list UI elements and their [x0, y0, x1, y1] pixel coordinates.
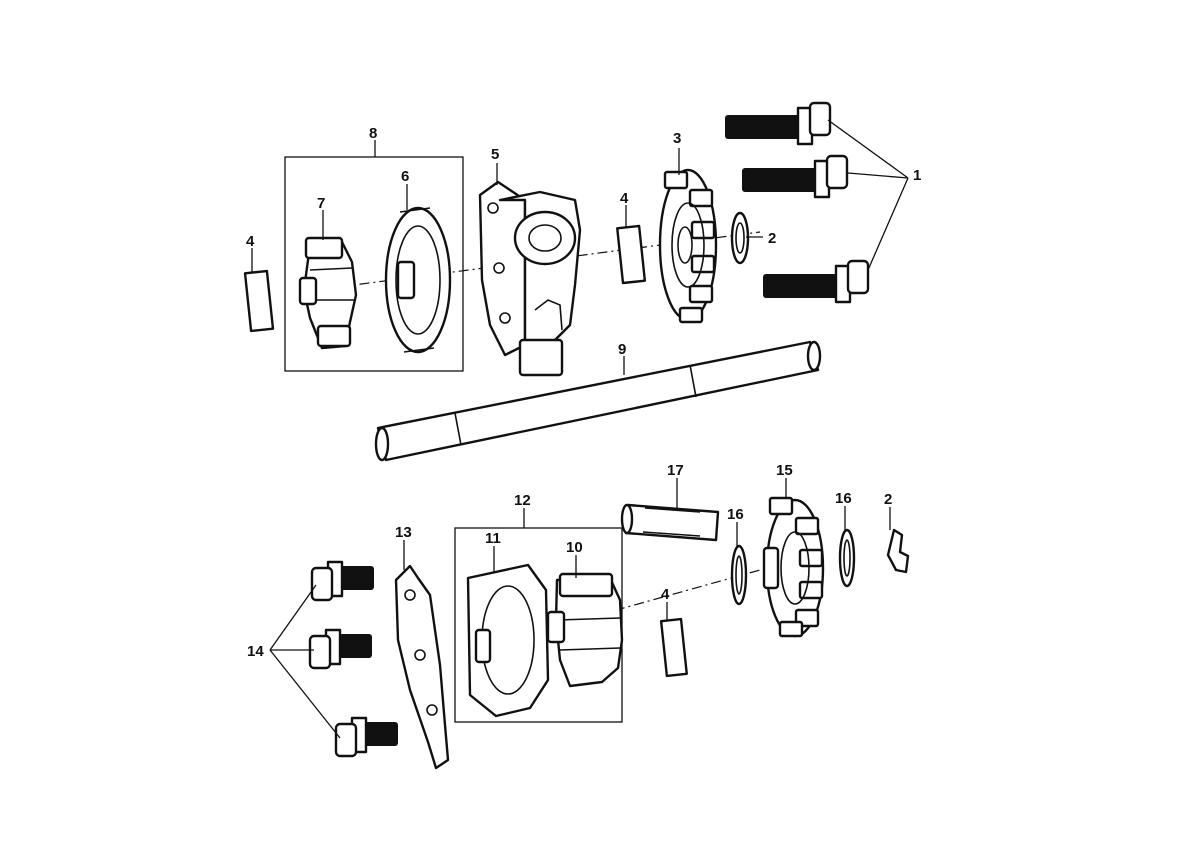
callout-5: 5 [491, 146, 499, 163]
short-bolt [308, 628, 372, 670]
callout-15: 15 [776, 462, 793, 479]
leader-lines [251, 119, 909, 739]
callout-2: 2 [768, 230, 776, 247]
callout-16: 16 [835, 490, 852, 507]
callout-17: 17 [667, 462, 684, 479]
group-box-8 [284, 156, 464, 372]
short-bolt [334, 716, 398, 758]
sprocket [762, 496, 825, 638]
callout-10: 10 [566, 539, 583, 556]
callout-11: 11 [485, 530, 501, 547]
callout-16: 16 [727, 506, 744, 523]
callout-7: 7 [317, 195, 325, 212]
callout-6: 6 [401, 168, 409, 185]
washer [730, 544, 748, 606]
flange-bolt [725, 101, 832, 146]
outer-rotor [384, 206, 452, 354]
callout-4: 4 [661, 586, 670, 603]
callout-8: 8 [369, 125, 377, 142]
circlip [730, 211, 750, 265]
inner-rotor [298, 236, 358, 350]
key [243, 269, 275, 333]
callout-9: 9 [618, 341, 626, 358]
key [659, 617, 688, 678]
callout-13: 13 [395, 524, 412, 541]
callout-2: 2 [884, 491, 892, 508]
shaft [374, 340, 822, 462]
sleeve [620, 503, 720, 542]
callout-3: 3 [673, 130, 681, 147]
pump-body [478, 180, 582, 377]
flange-bolt [742, 154, 849, 199]
cover-plate [394, 564, 450, 770]
flange-bolt [763, 259, 870, 304]
key [616, 224, 647, 285]
sprocket [658, 168, 718, 324]
inner-rotor [546, 572, 624, 688]
short-bolt [310, 560, 374, 602]
callout-1: 1 [913, 167, 921, 184]
clip [886, 528, 910, 574]
outer-rotor [466, 563, 550, 718]
callout-14: 14 [247, 643, 264, 660]
callout-4: 4 [246, 233, 255, 250]
washer [838, 528, 856, 588]
callout-12: 12 [514, 492, 531, 509]
callout-4: 4 [620, 190, 629, 207]
